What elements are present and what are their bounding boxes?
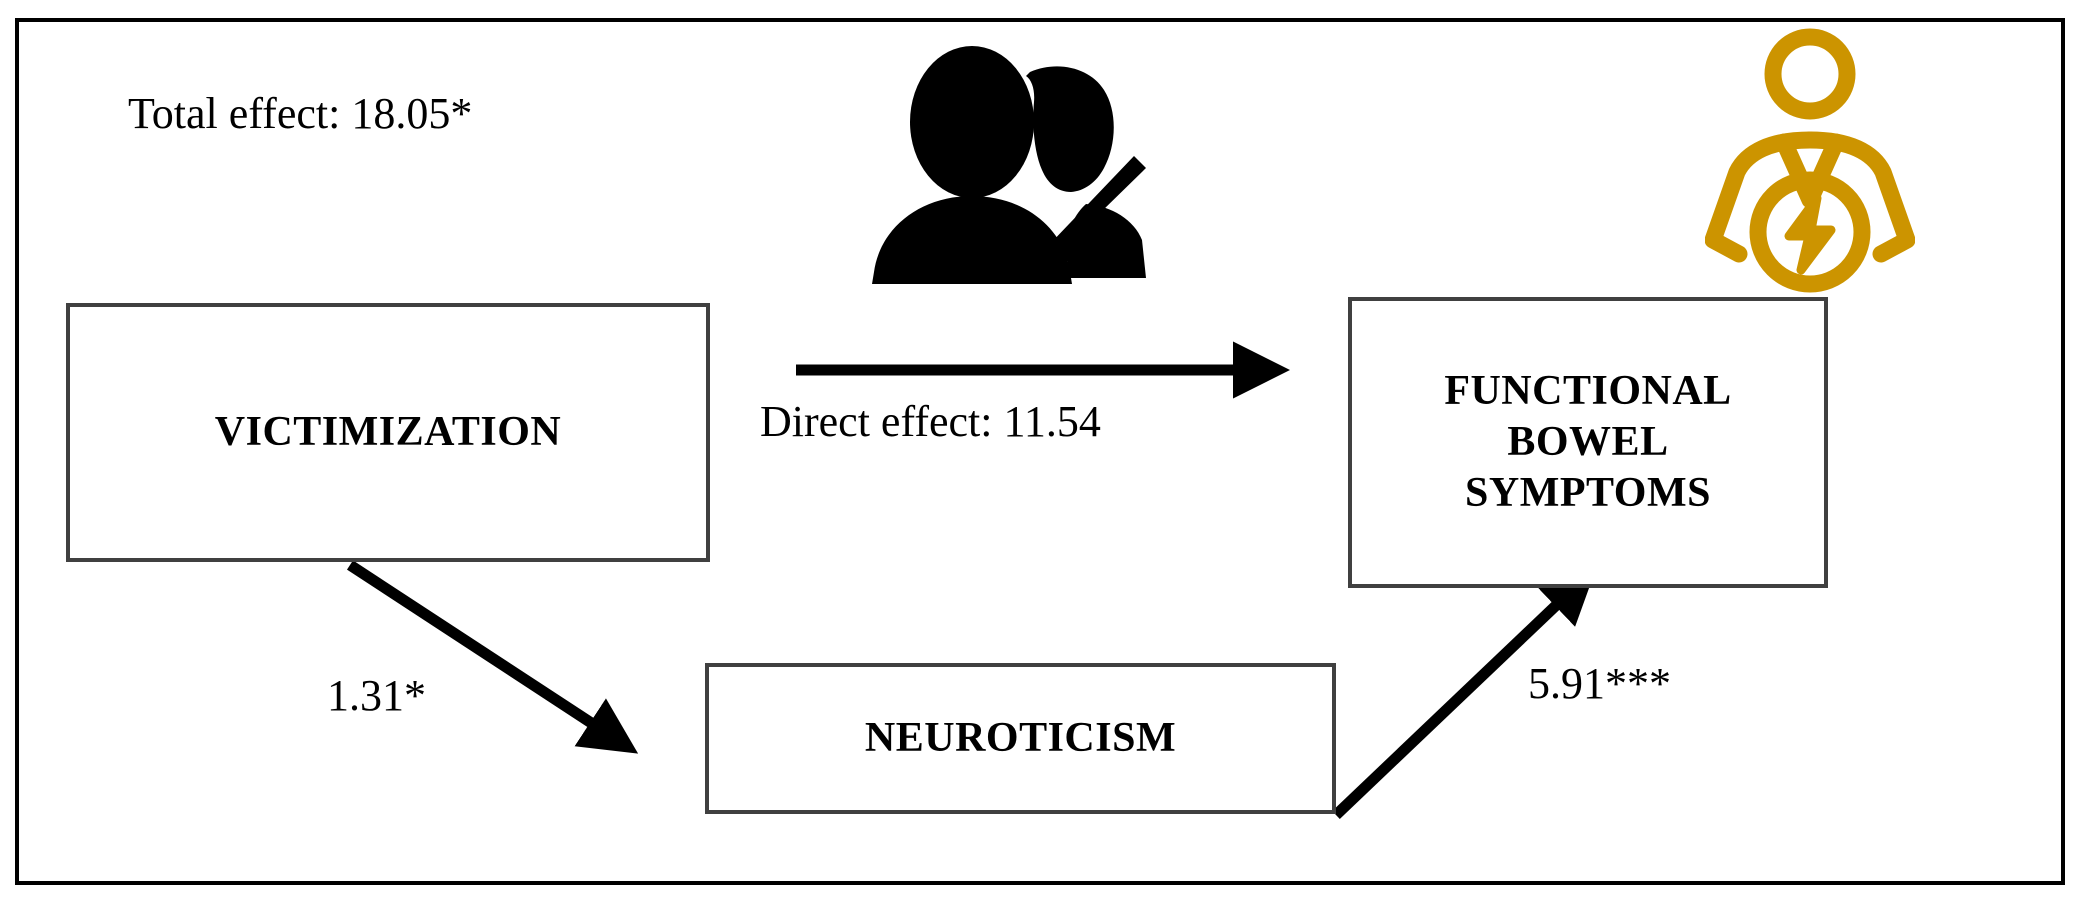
b-path-coefficient-label: 5.91***	[1528, 659, 1671, 708]
direct-effect-label: Direct effect: 11.54	[760, 397, 1101, 446]
fbs-label-line-3: SYMPTOMS	[1465, 470, 1711, 517]
node-victimization[interactable]: VICTIMIZATION	[66, 303, 710, 562]
fbs-label-line-1: FUNCTIONAL	[1444, 367, 1732, 414]
figure-frame	[15, 18, 2065, 885]
fbs-label-line-2: BOWEL	[1507, 418, 1669, 465]
node-victimization-label: VICTIMIZATION	[214, 408, 562, 455]
node-neuroticism[interactable]: NEUROTICISM	[705, 663, 1336, 814]
two-people-assault-icon	[872, 28, 1152, 284]
node-neuroticism-label: NEUROTICISM	[864, 714, 1177, 761]
node-functional-bowel-symptoms[interactable]: FUNCTIONAL BOWEL SYMPTOMS	[1348, 297, 1828, 588]
patient-abdominal-pain-icon	[1704, 22, 1916, 294]
total-effect-label: Total effect: 18.05*	[128, 89, 473, 138]
a-path-coefficient-label: 1.31*	[327, 671, 426, 720]
node-functional-bowel-symptoms-label: FUNCTIONAL BOWEL SYMPTOMS	[1444, 366, 1731, 520]
